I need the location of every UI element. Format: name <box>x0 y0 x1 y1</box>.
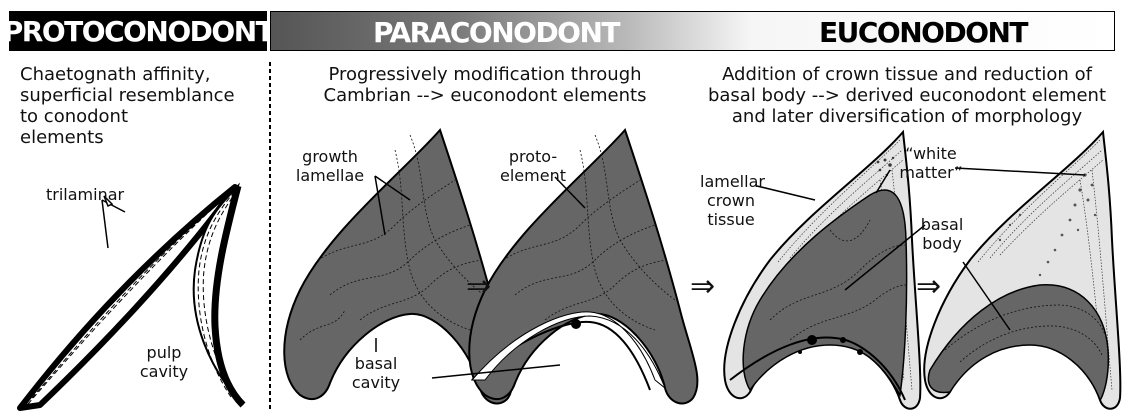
basal-cavity-label: basal cavity <box>346 354 406 392</box>
pulp-cavity-label: pulp cavity <box>134 343 194 381</box>
basal-body-label: basal body <box>916 215 968 253</box>
arrow-1-icon: ⇒ <box>466 272 491 302</box>
trilaminar-label: trilaminar <box>46 185 124 204</box>
arrow-3-icon: ⇒ <box>916 272 941 302</box>
arrow-2-icon: ⇒ <box>690 272 715 302</box>
lamellar-crown-tissue-label: lamellar crown tissue <box>700 172 762 229</box>
proto-element-label: proto- element <box>498 147 568 185</box>
white-matter-label: “white matter” <box>895 144 967 182</box>
protoconodont-element <box>20 186 243 408</box>
growth-lamellae-label: growth lamellae <box>290 147 370 185</box>
